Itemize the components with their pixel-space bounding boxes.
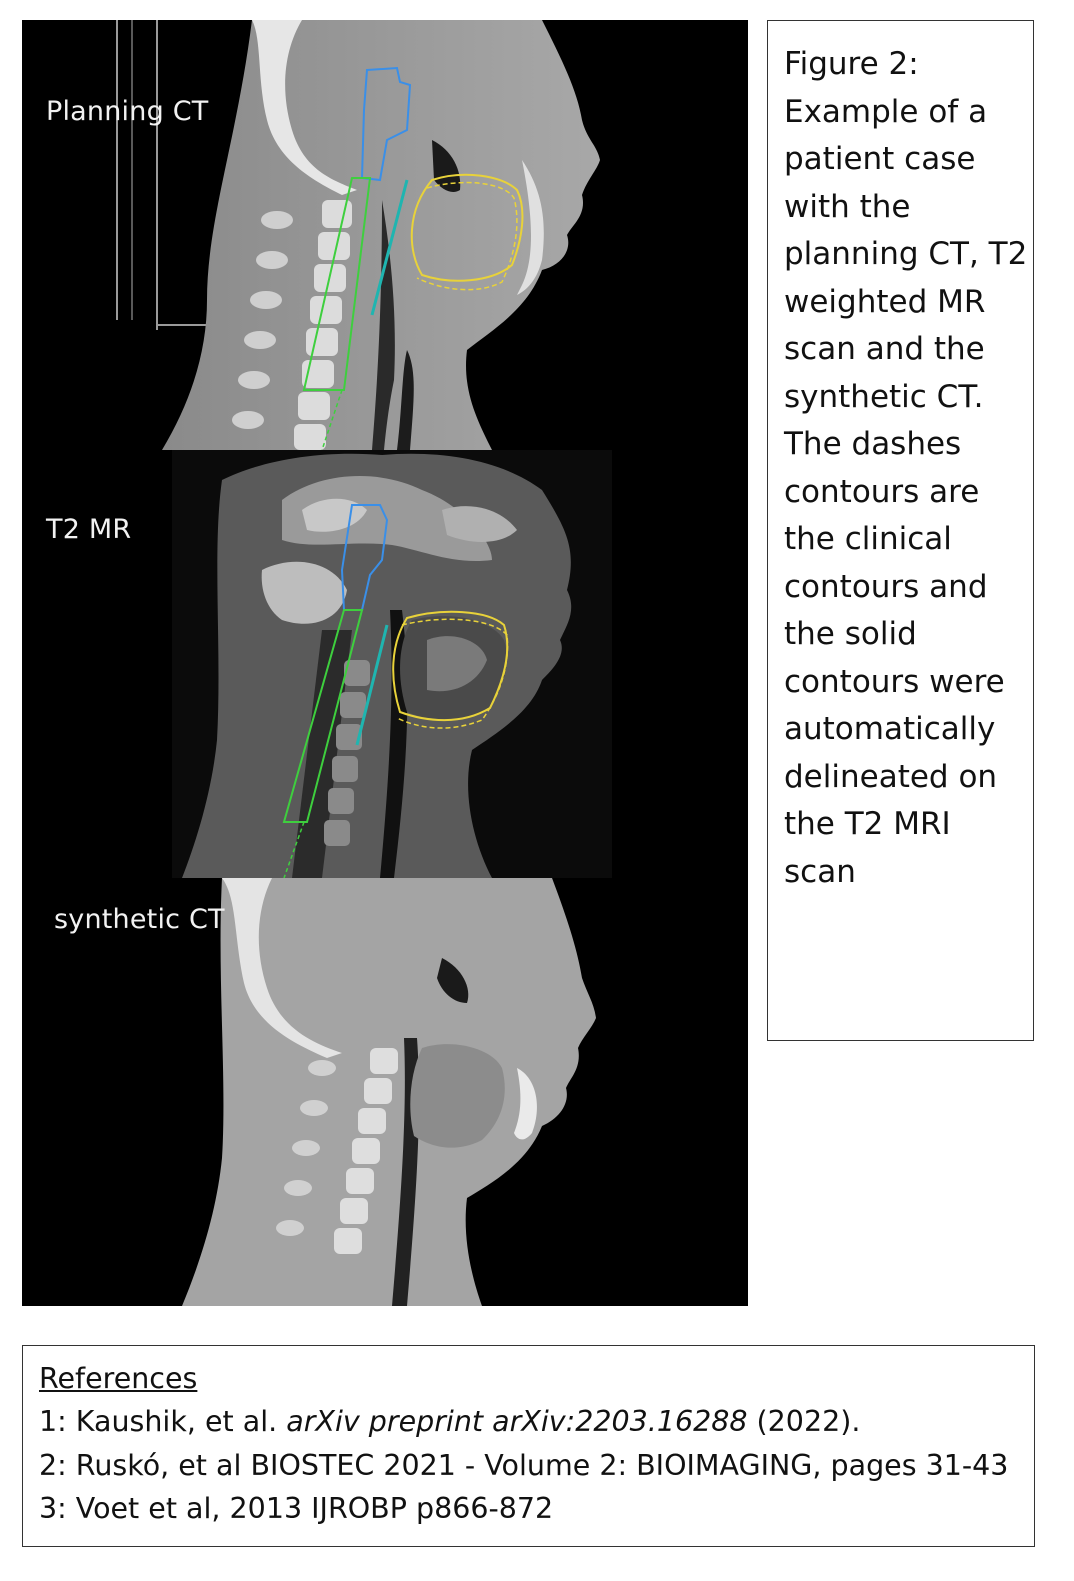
reference-item-2: 2: Ruskó, et al BIOSTEC 2021 - Volume 2:… [39, 1449, 1008, 1483]
t2-mr-label: T2 MR [46, 514, 132, 545]
figure-caption: Figure 2: Example of a patient case with… [784, 46, 1028, 890]
reference-item-3: 3: Voet et al, 2013 IJROBP p866-872 [39, 1492, 553, 1526]
reference-1-source: arXiv preprint arXiv:2203.16288 [286, 1405, 748, 1438]
t2-mr-image: T2 MR [22, 450, 748, 878]
reference-2-text: 2: Ruskó, et al BIOSTEC 2021 - Volume 2:… [39, 1449, 1009, 1482]
caption-box: Figure 2: Example of a patient case with… [767, 20, 1034, 1041]
reference-item-1: 1: Kaushik, et al. arXiv preprint arXiv:… [39, 1405, 860, 1439]
references-box: References 1: Kaushik, et al. arXiv prep… [22, 1345, 1035, 1547]
references-title: References [39, 1362, 198, 1395]
planning-ct-image: Planning CT [22, 20, 748, 450]
planning-ct-label: Planning CT [46, 96, 209, 127]
reference-1-authors: 1: Kaushik, et al. [39, 1405, 287, 1438]
synthetic-ct-label: synthetic CT [54, 904, 225, 935]
reference-3-text: 3: Voet et al, 2013 IJROBP p866-872 [39, 1492, 554, 1525]
reference-1-year: (2022). [747, 1405, 861, 1438]
synthetic-ct-image: synthetic CT [22, 878, 748, 1306]
